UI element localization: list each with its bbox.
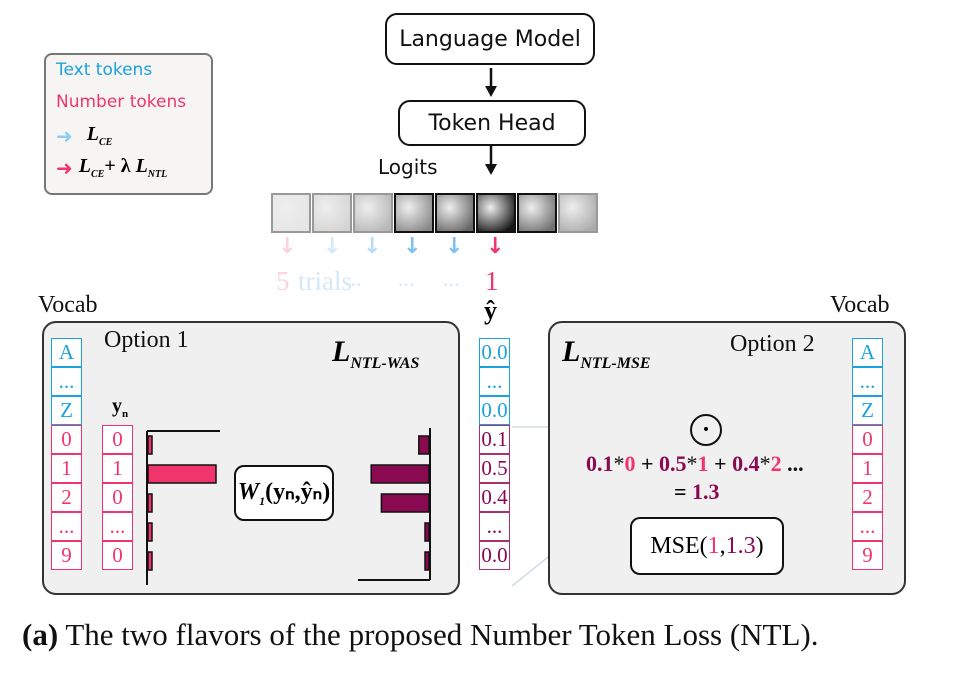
- pred-hist-bar: [424, 551, 430, 571]
- token-head-box: Token Head: [398, 100, 586, 146]
- target-cell: 0: [102, 483, 133, 512]
- vocab-cell: Z: [51, 396, 82, 425]
- prediction-cell: ...: [479, 367, 510, 396]
- logit-cell: [517, 193, 557, 233]
- legend-number-tokens: Number tokens: [56, 92, 187, 112]
- vocab-cell: 1: [852, 454, 883, 483]
- pred-hist-bar: [424, 522, 430, 542]
- logit-cell: [476, 193, 516, 233]
- legend-text-tokens: Text tokens: [56, 60, 153, 80]
- arrow-down-icon: ↓: [278, 234, 297, 259]
- option2-loss: LNTL-MSE: [562, 335, 651, 372]
- sampled-token: ...: [443, 266, 460, 291]
- prediction-cell: 0.0: [479, 338, 510, 367]
- logit-cell: [394, 193, 434, 233]
- equation-plus: +: [708, 451, 733, 476]
- vocab-cell: ...: [51, 512, 82, 541]
- vocab-cell: A: [852, 338, 883, 367]
- arrow-right-icon: ➜: [56, 155, 73, 180]
- target-cell: 1: [102, 454, 133, 483]
- legend-ntl-row: ➜ LCE+ λ LNTL: [56, 155, 168, 180]
- legend-ce-row: ➜ LCE: [56, 123, 113, 148]
- sampled-token: ...: [345, 266, 362, 291]
- prediction-cell: 0.0: [479, 541, 510, 570]
- option1-title: Option 1: [104, 327, 189, 353]
- target-hist-bar: [147, 522, 153, 542]
- equation-prob: 0.5: [659, 451, 687, 476]
- vocab-cell: ...: [51, 367, 82, 396]
- vocab-cell: 2: [852, 483, 883, 512]
- target-cell: 0: [102, 541, 133, 570]
- arrow-down-icon: ↓: [403, 234, 422, 259]
- figure-caption: (a) The two flavors of the proposed Numb…: [22, 617, 819, 652]
- prediction-cell: ...: [479, 512, 510, 541]
- target-hist-bar: [147, 493, 153, 513]
- language-model-box: Language Model: [385, 13, 595, 65]
- pred-hist-bar: [380, 493, 430, 513]
- equation-times: *: [613, 451, 625, 476]
- equation-times: *: [759, 451, 771, 476]
- pred-hist-bar: [418, 435, 430, 455]
- arrow-down-icon: [485, 164, 497, 175]
- logit-cell: [312, 193, 352, 233]
- equation-times: *: [686, 451, 698, 476]
- vocab-cell: 9: [852, 541, 883, 570]
- dot-product-icon: •: [690, 414, 722, 446]
- target-cell: 0: [102, 425, 133, 454]
- target-cell: ...: [102, 512, 133, 541]
- equation-value: 1: [697, 451, 709, 476]
- arrow-down-icon: ↓: [363, 234, 382, 259]
- prediction-cell: 0.1: [479, 425, 510, 454]
- legend: Text tokens Number tokens ➜ LCE ➜ LCE+ λ…: [44, 53, 213, 195]
- vocab-cell: 0: [51, 425, 82, 454]
- option1-loss: LNTL-WAS: [332, 335, 420, 372]
- logit-cell: [435, 193, 475, 233]
- vocab-label-left: Vocab: [38, 292, 98, 318]
- prediction-cell: 0.5: [479, 454, 510, 483]
- target-hist-bar: [147, 464, 217, 484]
- vocab-cell: 0: [852, 425, 883, 454]
- mse-box: MSE(1, 1.3): [630, 517, 784, 575]
- target-hist-bar: [147, 435, 153, 455]
- option2-panel: LNTL-MSE Option 2 • 0.1*0 + 0.5*1 + 0.4*…: [548, 321, 906, 595]
- wasserstein-box: W1(yₙ,ŷₙ): [234, 465, 334, 521]
- sampled-token: trials: [298, 266, 352, 296]
- pred-hist-bar: [370, 464, 430, 484]
- logits-label: Logits: [378, 155, 438, 179]
- equation-result: = 1.3: [674, 479, 720, 504]
- equation-value: 2: [770, 451, 782, 476]
- arrow-down-icon: ↓: [486, 234, 505, 259]
- equation-value: 0: [624, 451, 636, 476]
- vocab-cell: A: [51, 338, 82, 367]
- vocab-cell: ...: [852, 367, 883, 396]
- equation-tail: ...: [781, 451, 804, 476]
- logit-cell: [271, 193, 311, 233]
- prediction-cell: 0.4: [479, 483, 510, 512]
- logit-cell: [558, 193, 598, 233]
- sampled-token: 5: [276, 266, 290, 296]
- vocab-label-right: Vocab: [830, 292, 890, 318]
- equation-prob: 0.1: [586, 451, 614, 476]
- sampled-token: 1: [485, 266, 499, 296]
- logit-cell: [353, 193, 393, 233]
- vocab-cell: 2: [51, 483, 82, 512]
- y-hat-label: ŷ: [484, 296, 497, 325]
- prediction-cell: 0.0: [479, 396, 510, 425]
- vocab-cell: 9: [51, 541, 82, 570]
- vocab-cell: Z: [852, 396, 883, 425]
- option2-title: Option 2: [730, 331, 815, 357]
- equation-prob: 0.4: [732, 451, 760, 476]
- equation-plus: +: [635, 451, 660, 476]
- arrow-right-icon: ➜: [56, 123, 73, 148]
- yn-label: yn: [112, 395, 129, 420]
- weighted-sum-equation: 0.1*0 + 0.5*1 + 0.4*2 ...: [586, 451, 804, 477]
- arrow-down-icon: ↓: [323, 234, 342, 259]
- arrow-down-icon: [485, 86, 497, 97]
- vocab-cell: ...: [852, 512, 883, 541]
- sampled-token: ...: [398, 266, 415, 291]
- target-hist-bar: [147, 551, 153, 571]
- vocab-cell: 1: [51, 454, 82, 483]
- arrow-down-icon: ↓: [445, 234, 464, 259]
